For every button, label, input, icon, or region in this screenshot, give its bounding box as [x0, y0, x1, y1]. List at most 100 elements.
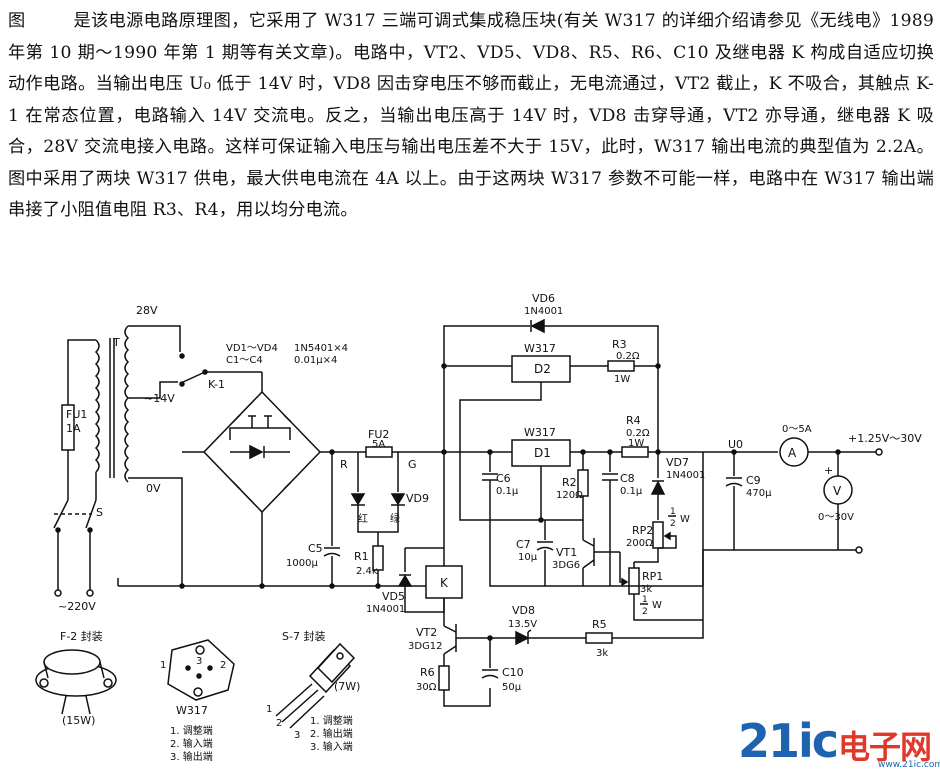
f2-title: F-2 封装: [60, 629, 103, 643]
wire: [544, 325, 659, 366]
r3-watt: 1W: [614, 374, 630, 385]
resistor-r5: [585, 632, 613, 644]
transformer: [94, 325, 130, 483]
s7-pin-3: 3. 输入端: [310, 740, 353, 753]
vt1-label: VT1: [556, 546, 577, 559]
vt1-type: 3DG6: [552, 560, 580, 571]
description-text: 是该电源电路原理图，它采用了 W317 三端可调式集成稳压块(有关 W317 的…: [8, 11, 935, 220]
wire: [128, 477, 183, 586]
wire: [612, 452, 704, 639]
fu2-value: 5A: [372, 439, 385, 450]
f2-pin-1: 1. 调整端: [170, 724, 213, 737]
rp1-value: 3k: [640, 584, 652, 595]
watermark-logo: 21ic 电子网 www.21ic.com: [738, 712, 940, 770]
rp2-watt: W: [680, 514, 690, 525]
led-r-label: R: [340, 458, 348, 471]
s7-watt: (7W): [334, 680, 360, 693]
r4-label: R4: [626, 414, 641, 427]
output-terminal: [875, 448, 883, 456]
c8-value: 0.1μ: [620, 486, 643, 497]
s7-pin-2: 2. 输出端: [310, 727, 353, 740]
r1-value: 2.4k: [356, 566, 378, 577]
rp2-wiper: [663, 531, 671, 541]
d1-label: D1: [534, 446, 551, 460]
c-type-label: 0.01μ×4: [294, 355, 337, 366]
rp1-frac-den: 2: [642, 607, 648, 617]
description-paragraph: 图是该电源电路原理图，它采用了 W317 三端可调式集成稳压块(有关 W317 …: [8, 6, 934, 227]
led-red: [350, 493, 366, 506]
transformer-label: T: [112, 336, 120, 349]
tap-0v-label: 0V: [146, 482, 161, 495]
f2-package-drawing: [35, 649, 117, 715]
vd9-label: VD9: [406, 492, 429, 505]
junction-dot: [441, 363, 447, 369]
vd5-label: VD5: [382, 590, 405, 603]
vd6-type: 1N4001: [524, 306, 563, 317]
capacitor-c10: [481, 669, 499, 679]
c10-label: C10: [502, 666, 524, 679]
bridge-rectifier: [202, 390, 322, 514]
output-range: +1.25V～30V: [848, 432, 922, 445]
watermark-brand: 21ic: [738, 714, 839, 768]
vd-range-label: VD1～VD4: [226, 343, 278, 354]
k1-label: K-1: [208, 378, 225, 391]
relay-contact-k1: [179, 353, 263, 392]
c5-label: C5: [308, 542, 323, 555]
led-g-label: G: [408, 458, 417, 471]
watermark-url: www.21ic.com: [878, 760, 940, 770]
r3-label: R3: [612, 338, 627, 351]
c8-label: C8: [620, 472, 635, 485]
vd8-value: 13.5V: [508, 619, 537, 630]
rp2-label: RP2: [632, 524, 653, 537]
u0-label: U0: [728, 438, 743, 451]
pinout-3: 3: [196, 656, 202, 667]
w317-package-label: W317: [176, 704, 208, 717]
power-switch: [53, 499, 97, 597]
transistor-vt1: [582, 538, 620, 569]
r2-value: 120Ω: [556, 490, 583, 501]
resistor-r3: [607, 360, 635, 372]
led-green-label: 绿: [390, 512, 400, 525]
w317-pinout-drawing: [167, 639, 235, 701]
vt2-type: 3DG12: [408, 641, 443, 652]
junction-dot: [655, 363, 661, 369]
voltmeter-plus: +: [824, 464, 833, 477]
vt2-label: VT2: [416, 626, 437, 639]
junction-dot: [375, 583, 381, 589]
vd6-label: VD6: [532, 292, 555, 305]
rp1-label: RP1: [642, 570, 663, 583]
vd8-label: VD8: [512, 604, 535, 617]
transistor-vt2: [443, 624, 490, 655]
s7-pin-1-num: 1: [266, 704, 272, 715]
vd-type-label: 1N5401×4: [294, 343, 348, 354]
d2-label: D2: [534, 362, 551, 376]
c5-value: 1000μ: [286, 558, 318, 569]
regulator-d2: [511, 355, 571, 383]
relay-k-label: K: [440, 576, 449, 590]
rp1-wiper: [621, 577, 629, 587]
rp2-frac-den: 2: [670, 519, 676, 529]
wire: [443, 325, 530, 452]
r2-label: R2: [562, 476, 577, 489]
pinout-1: 1: [160, 660, 166, 671]
junction-dot: [179, 583, 185, 589]
ammeter-label: A: [788, 446, 797, 460]
s7-pin-3-num: 3: [294, 730, 300, 741]
ammeter-range: 0～5A: [782, 424, 812, 435]
c9-label: C9: [746, 474, 761, 487]
r6-value: 30Ω: [416, 682, 437, 693]
capacitor-c9: [725, 477, 743, 487]
diode-vd6: [530, 318, 545, 334]
rp2-value: 200Ω: [626, 538, 653, 549]
mains-label: ~220V: [58, 600, 96, 613]
fu1-value: 1A: [66, 422, 81, 435]
rp1-frac-num: 1: [642, 595, 648, 605]
junction-dot: [538, 517, 544, 523]
wire: [658, 535, 677, 549]
vd5-type: 1N4001: [366, 604, 405, 615]
led-red-label: 红: [358, 512, 368, 525]
r4-value: 0.2Ω: [626, 428, 650, 439]
rp2-frac-num: 1: [670, 507, 676, 517]
c7-label: C7: [516, 538, 531, 551]
